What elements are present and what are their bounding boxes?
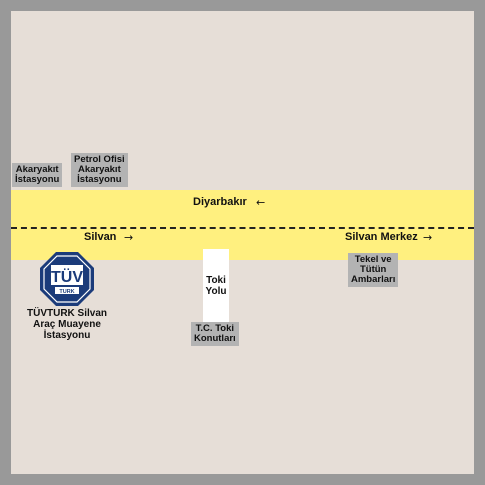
road-label-silvan: Silvan [84,231,117,243]
map-canvas[interactable]: Diyarbakır ← Silvan → Silvan Merkez → To… [11,11,474,474]
arrow-right-icon: → [124,231,134,244]
arrow-left-icon: ← [256,196,266,209]
landmark-tuvturk-name: TÜVTURK Silvan Araç Muayene İstasyonu [26,308,107,341]
road-label-silvan-merkez: Silvan Merkez [345,231,418,243]
side-road-toki [203,249,229,333]
arrow-right-icon: → [423,231,433,244]
place-toki-konutlari[interactable]: T.C. Toki Konutları [191,322,239,346]
road-center-line [11,227,474,229]
tuvturk-logo-icon[interactable]: TÜV TURK [39,251,95,307]
place-petrol-ofisi[interactable]: Petrol Ofisi Akaryakıt İstasyonu [71,153,128,187]
logo-text: TÜV [51,267,83,286]
road-label-toki-yolu: Toki Yolu [205,275,227,297]
road-label-diyarbakir: Diyarbakır [193,196,247,208]
place-akaryakit-istasyonu[interactable]: Akaryakıt İstasyonu [12,163,63,187]
main-road [11,190,474,260]
place-tekel-ambarlari[interactable]: Tekel ve Tütün Ambarları [348,253,399,287]
logo-subtext: TURK [59,289,74,295]
